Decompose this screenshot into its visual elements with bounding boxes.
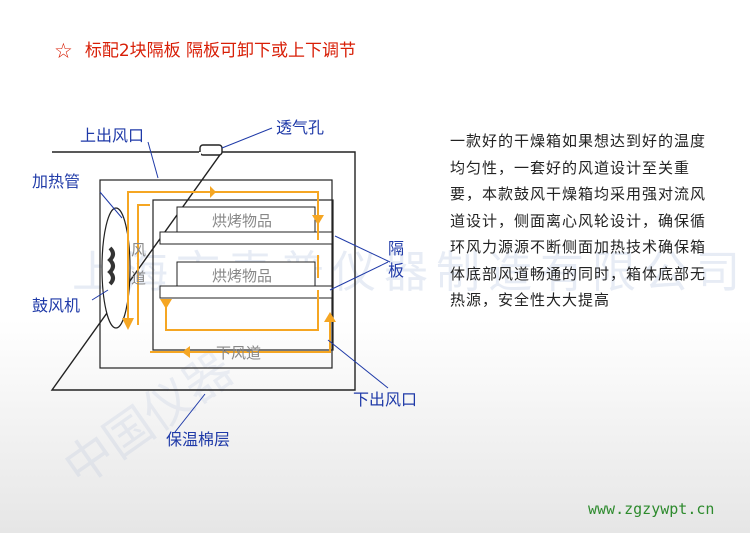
- banner-text: 标配2块隔板 隔板可卸下或上下调节: [84, 41, 357, 61]
- callout-lines: [91, 127, 391, 433]
- label-vent-hole: 透气孔: [276, 118, 325, 137]
- shelf-top: [159, 231, 333, 245]
- star-icon: ☆: [54, 39, 73, 63]
- airflow-arrowheads: [122, 186, 336, 358]
- baking-box-bottom: [176, 261, 316, 287]
- label-lower-duct: 下风道: [216, 344, 262, 362]
- label-baking-items-bottom: 烘烤物品: [212, 267, 273, 285]
- label-baking-items-top: 烘烤物品: [212, 212, 273, 230]
- website-url: www.zgzywpt.cn: [588, 500, 715, 518]
- description-text: 一款好的干燥箱如果想达到好的温度均匀性，一套好的风道设计至关重要，本款鼓风干燥箱…: [450, 132, 707, 309]
- label-heating-tube: 加热管: [32, 172, 81, 191]
- vent-pipe: [199, 144, 223, 156]
- label-blower: 鼓风机: [32, 296, 81, 315]
- chamber: [152, 199, 334, 351]
- fan-wheel-icon: [107, 246, 115, 286]
- shelf-bottom: [159, 285, 333, 299]
- label-shelf: 隔板: [388, 239, 405, 280]
- label-air-duct: 风道: [131, 241, 147, 287]
- banner: ☆ 标配2块隔板 隔板可卸下或上下调节: [54, 36, 356, 63]
- oven-inner-wall: [99, 179, 333, 369]
- label-insulation: 保温棉层: [166, 430, 231, 449]
- label-lower-outlet: 下出风口: [353, 390, 418, 409]
- airflow-path: [127, 191, 331, 353]
- label-upper-outlet: 上出风口: [80, 126, 145, 145]
- blower-fan: [101, 207, 131, 329]
